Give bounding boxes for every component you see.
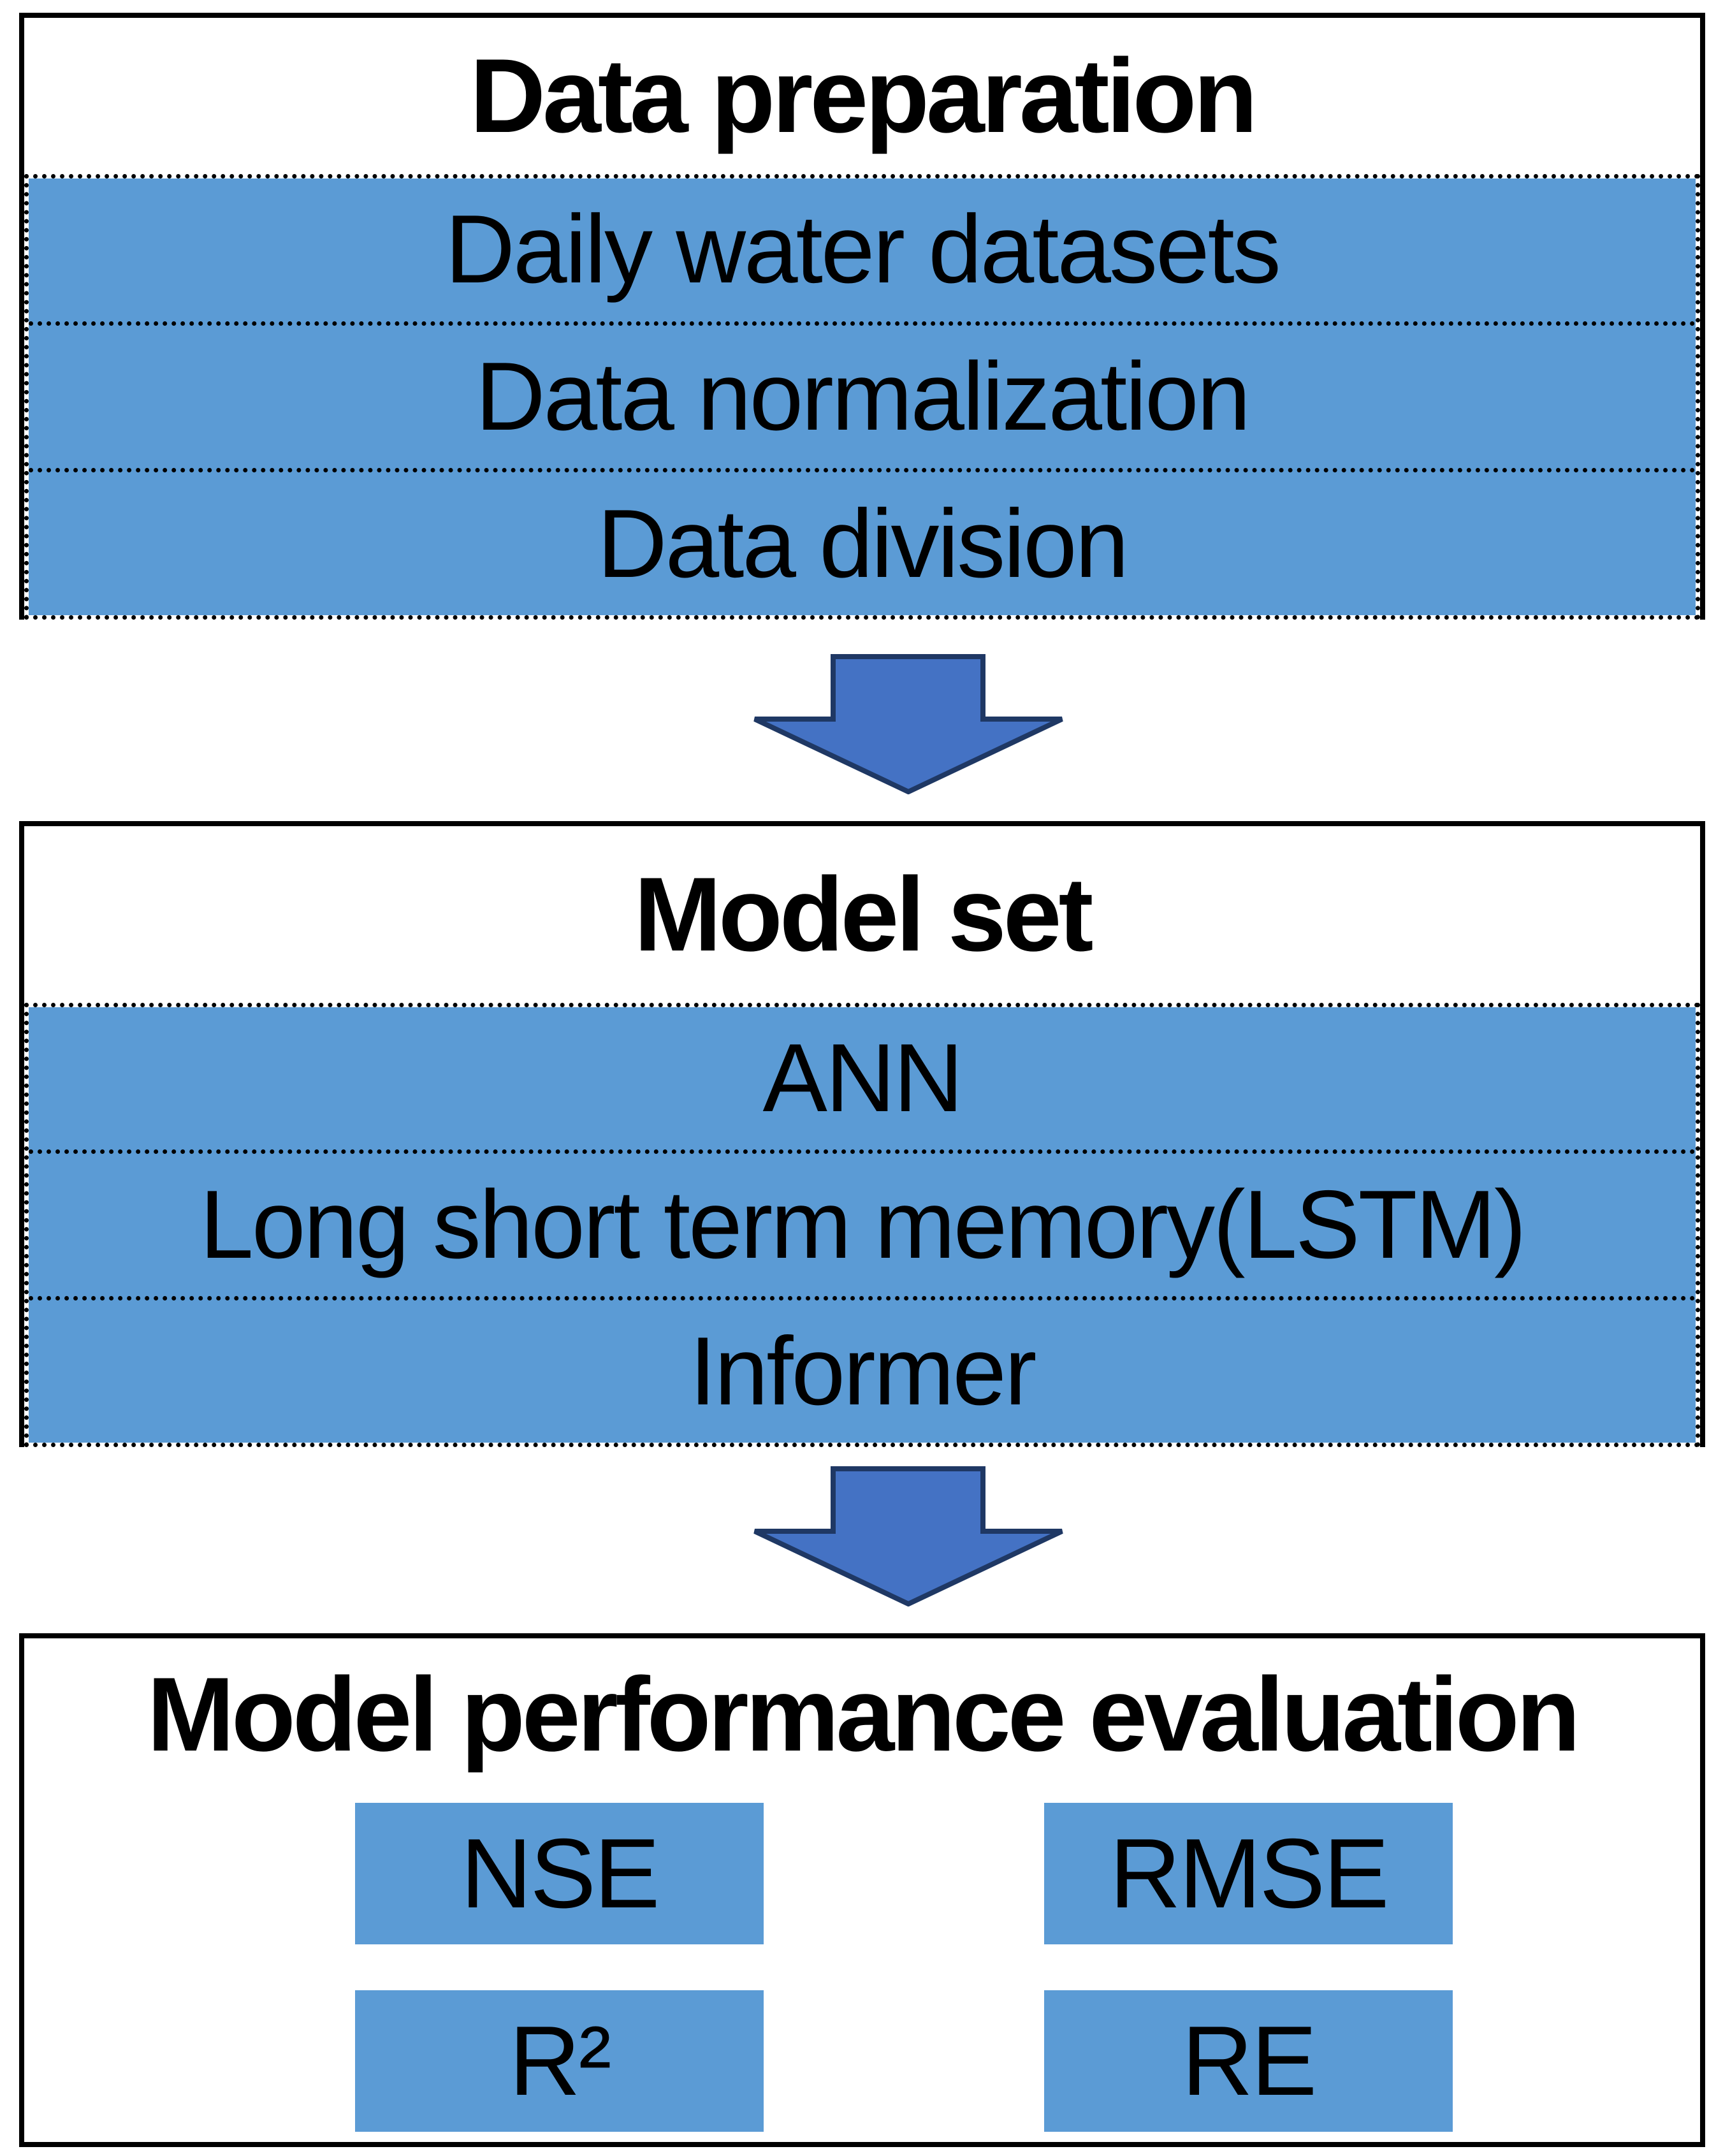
step-data-normalization: Data normalization bbox=[29, 321, 1696, 469]
panel-data-preparation: Data preparation Daily water datasets Da… bbox=[19, 13, 1705, 620]
panel-model-set: Model set ANN Long short term memory(LST… bbox=[19, 821, 1705, 1447]
down-arrow-icon bbox=[753, 654, 1063, 794]
step-lstm: Long short term memory(LSTM) bbox=[29, 1149, 1696, 1296]
panel-model-performance-evaluation: Model performance evaluation NSE RMSE R²… bbox=[19, 1633, 1705, 2147]
step-informer: Informer bbox=[29, 1296, 1696, 1443]
step-data-division: Data division bbox=[29, 468, 1696, 616]
metric-box-nse: NSE bbox=[355, 1803, 764, 1944]
metric-box-r2: R² bbox=[355, 1990, 764, 2132]
step-ann: ANN bbox=[29, 1007, 1696, 1149]
metric-box-rmse: RMSE bbox=[1044, 1803, 1453, 1944]
data-preparation-title: Data preparation bbox=[469, 37, 1258, 154]
model-performance-evaluation-title: Model performance evaluation bbox=[147, 1655, 1581, 1773]
step-daily-water-datasets: Daily water datasets bbox=[29, 178, 1696, 321]
model-set-title: Model set bbox=[634, 856, 1094, 973]
data-preparation-steps: Daily water datasets Data normalization … bbox=[24, 174, 1700, 620]
model-set-steps: ANN Long short term memory(LSTM) Informe… bbox=[24, 1003, 1700, 1447]
metric-box-re: RE bbox=[1044, 1990, 1453, 2132]
down-arrow-icon bbox=[753, 1466, 1063, 1606]
